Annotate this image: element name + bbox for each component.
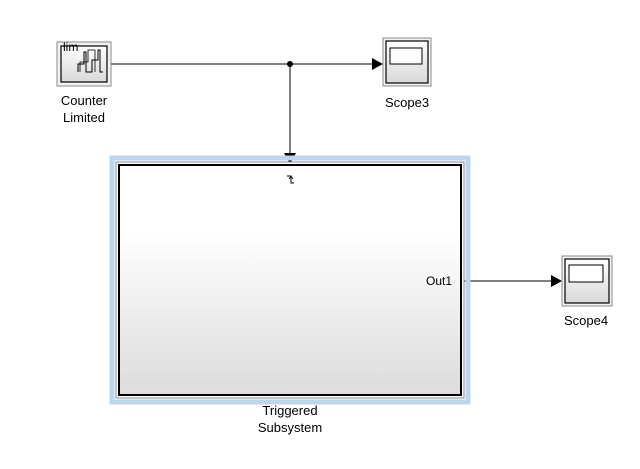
counter-label-line1: Counter bbox=[60, 93, 108, 108]
out1-port-label: Out1 bbox=[426, 274, 453, 288]
subsystem-block-label: Triggered Subsystem bbox=[230, 402, 350, 436]
signal-line-out1-to-scope4[interactable] bbox=[462, 275, 562, 287]
signal-branch-to-trigger[interactable] bbox=[284, 64, 296, 164]
scope4-block-label: Scope4 bbox=[563, 313, 609, 328]
triggered-subsystem-block[interactable] bbox=[109, 155, 471, 405]
scope4-block[interactable] bbox=[561, 255, 613, 307]
counter-limited-block[interactable] bbox=[56, 41, 112, 87]
scope3-block[interactable] bbox=[382, 37, 432, 87]
counter-label-line2: Limited bbox=[63, 110, 105, 125]
trigger-edge-icon bbox=[287, 175, 294, 184]
subsystem-label-line2: Subsystem bbox=[257, 420, 323, 435]
counter-block-label: Counter Limited bbox=[44, 92, 124, 126]
scope-icon bbox=[389, 47, 423, 65]
scope3-block-label: Scope3 bbox=[384, 95, 430, 110]
branch-point bbox=[287, 61, 293, 67]
scope-icon bbox=[568, 264, 604, 283]
subsystem-label-line1: Triggered bbox=[262, 403, 318, 418]
counter-icon-text: lim bbox=[63, 40, 79, 54]
counter-limited-waveform-icon bbox=[77, 49, 103, 73]
signal-line-counter-to-scope3[interactable] bbox=[111, 58, 383, 70]
